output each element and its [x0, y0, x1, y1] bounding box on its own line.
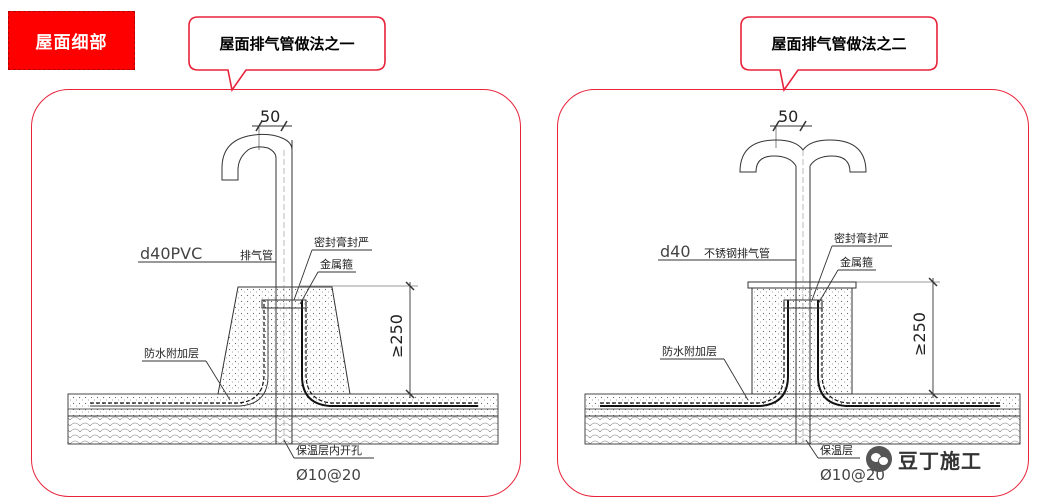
title-text-2: 屋面排气管做法之二	[771, 34, 907, 53]
metal-clamp	[783, 299, 823, 309]
waterproof-label-1: 防水附加层	[144, 346, 199, 360]
vent-pipe	[221, 133, 293, 444]
insulation-label-1: 保温层内开孔	[296, 443, 362, 457]
clamp-label-1: 金属箍	[320, 257, 353, 271]
hole-spacing-label-1: Ø10@20	[296, 466, 361, 484]
hole-spacing-label-2: Ø10@20	[820, 466, 885, 484]
membrane-right	[301, 300, 478, 407]
insulation-label-2: 保温层	[820, 443, 853, 457]
membrane-left	[600, 300, 789, 407]
title-callout-1: 屋面排气管做法之一	[188, 16, 386, 92]
watermark: 豆丁施工	[866, 444, 1016, 474]
pipe-label-2: d40	[660, 242, 691, 261]
pipe-label-suffix-1: 排气管	[240, 248, 273, 262]
watermark-text: 豆丁施工	[898, 448, 982, 473]
dimension-top-label-1: 50	[260, 107, 280, 126]
dimension-top-2	[770, 120, 812, 148]
pipe-label-suffix-2: 不锈钢排气管	[704, 246, 770, 260]
membrane-right	[817, 300, 1000, 407]
vent-pipe	[739, 139, 867, 444]
wechat-icon	[866, 446, 892, 472]
dimension-side-label-2: ≥250	[910, 312, 929, 356]
dimension-side-1	[300, 281, 418, 399]
pipe-label-1: d40PVC	[140, 244, 202, 263]
waterproof-label-2: 防水附加层	[662, 344, 717, 358]
upstand-cap	[747, 281, 857, 289]
section-tag: 屋面细部	[8, 11, 135, 70]
dimension-side-label-1: ≥250	[387, 314, 406, 358]
sealant-label-2: 密封膏封严	[834, 231, 889, 245]
dimension-side-2	[818, 277, 940, 399]
insulation-layer	[67, 415, 499, 445]
insulation-layer	[584, 415, 1021, 445]
metal-clamp	[261, 299, 307, 309]
dimension-top-label-2: 50	[778, 107, 798, 126]
dimension-top-1	[252, 120, 292, 150]
title-callout-2: 屋面排气管做法之二	[740, 16, 938, 92]
concrete-upstand	[751, 287, 853, 395]
title-text-1: 屋面排气管做法之一	[219, 34, 355, 53]
sealant-label-1: 密封膏封严	[314, 235, 369, 249]
membrane-left	[90, 300, 269, 407]
clamp-label-2: 金属箍	[840, 255, 873, 269]
